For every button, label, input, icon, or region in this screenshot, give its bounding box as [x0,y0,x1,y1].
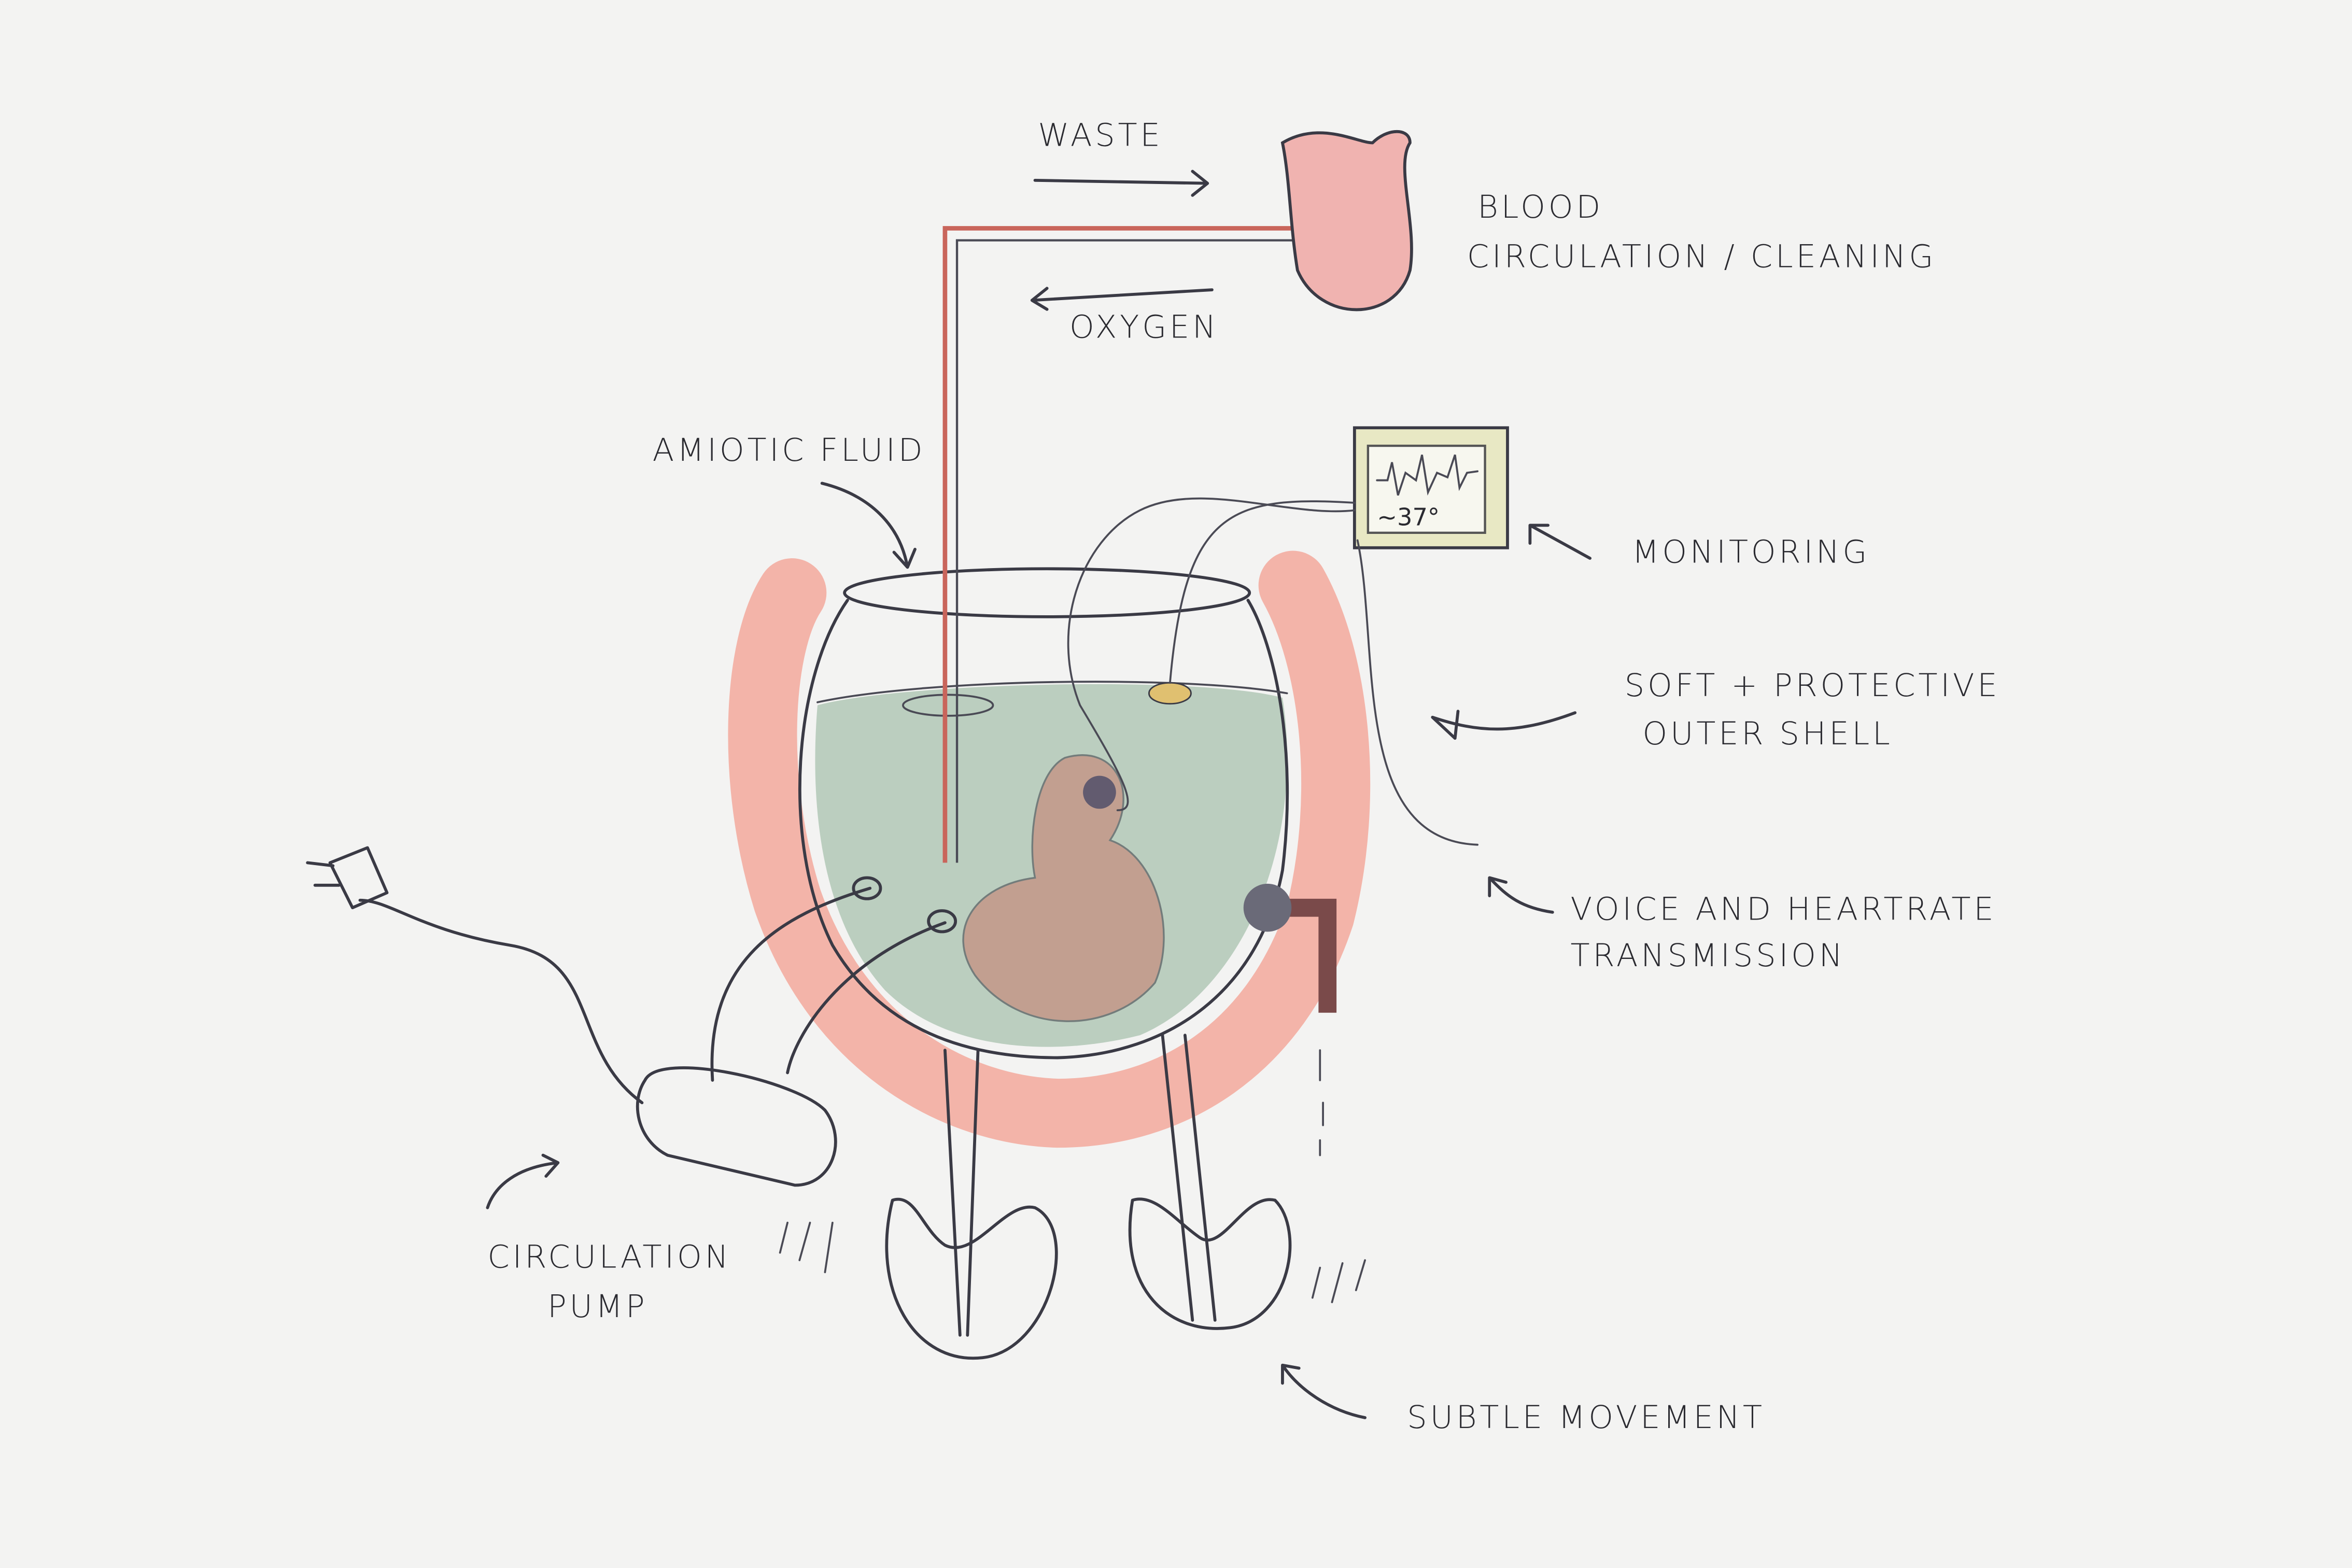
pump-hoses [710,886,947,1082]
protective-outer-shell [728,550,1371,1148]
heart-organ [1280,130,1413,312]
heartbeat-wave-icon [1376,454,1478,496]
plug-icon [306,846,389,910]
water-surface [816,681,1288,703]
ripple [902,694,994,717]
waste-arrow [1033,169,1209,197]
label-circulation: CIRCULATION [487,1239,731,1276]
shell-arrow [1431,710,1577,740]
bowl-body [798,599,1289,1060]
fetus [962,754,1165,1022]
movement-arrow [1281,1363,1367,1419]
oxygen-tube [955,239,1332,863]
float-sensor [1148,682,1192,705]
power-cord [358,898,644,1105]
blood-tube [942,226,1332,863]
label-subtle-movement: SUBTLE MOVEMENT [1407,1400,1765,1436]
label-soft-protective: SOFT + PROTECTIVE [1625,668,2001,704]
label-blood: BLOOD [1477,189,1603,225]
label-monitoring: MONITORING [1632,534,1870,571]
label-oxygen: OXYGEN [1069,309,1219,346]
pump-arrow [486,1153,560,1209]
monitor: ~37° [1353,426,1509,549]
circulation-pump [636,1066,837,1187]
label-circulation-cleaning: CIRCULATION / CLEANING [1467,239,1936,275]
feet [885,1197,1292,1360]
legs [943,1034,1217,1337]
monitor-temperature: ~37° [1377,503,1440,531]
monitoring-arrow [1528,524,1592,560]
drips [1319,1049,1324,1156]
oxygen-arrow [1030,287,1214,311]
label-amniotic-fluid: AMIOTIC FLUID [653,432,926,469]
voice-arrow [1488,876,1554,914]
amniotic-arrow [820,482,917,569]
label-outer-shell: OUTER SHELL [1642,716,1893,752]
label-transmission: TRANSMISSION [1570,938,1845,974]
drain-valve [1243,883,1292,932]
headphones-icon [1083,775,1116,809]
label-waste: WASTE [1038,117,1163,153]
label-pump: PUMP [547,1289,647,1325]
monitor-cable [1067,497,1478,846]
label-voice-heartrate: VOICE AND HEARTRATE [1570,891,1996,927]
bowl-rim [843,567,1251,618]
movement-marks [779,1221,1366,1304]
